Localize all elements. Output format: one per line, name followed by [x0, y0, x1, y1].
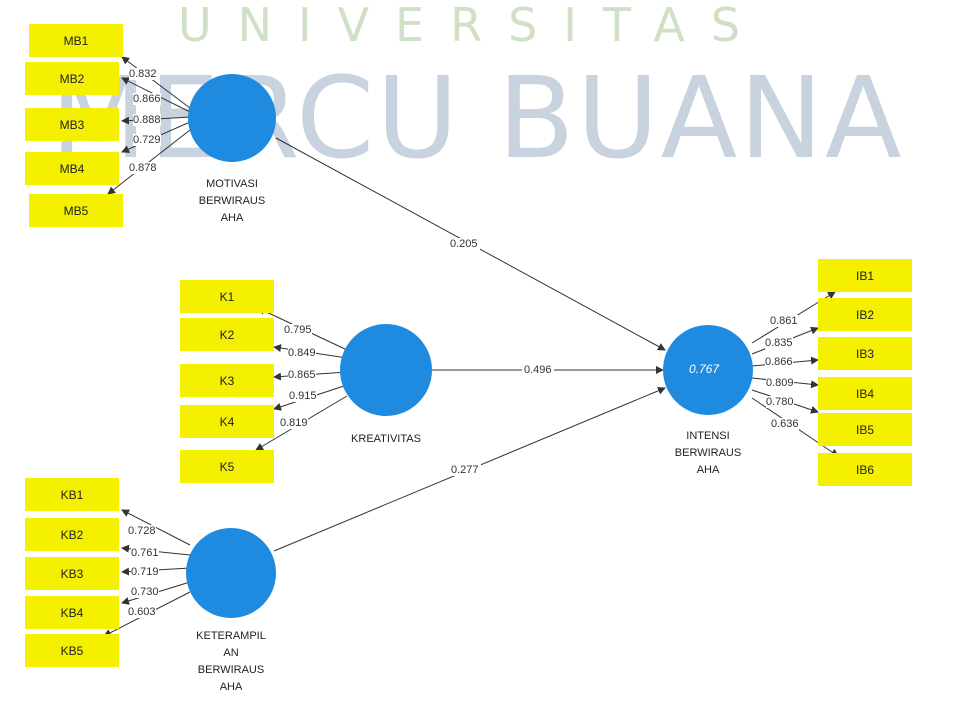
loading-value-mb5: 0.878	[129, 162, 157, 174]
path-coef-kreativitas-intensi: 0.496	[522, 364, 554, 376]
latent-label-kreativitas: KREATIVITAS	[330, 431, 442, 448]
latent-label-line: MOTIVASI	[206, 178, 258, 190]
path-coef-keterampilan-intensi: 0.277	[449, 464, 481, 476]
indicator-kb2: KB2	[25, 518, 119, 551]
path-coef-motivasi-intensi: 0.205	[448, 238, 480, 250]
loading-value-kb4: 0.730	[131, 586, 159, 598]
indicator-mb1: MB1	[29, 24, 123, 57]
indicator-k3: K3	[180, 364, 274, 397]
indicator-kb3: KB3	[25, 557, 119, 590]
latent-label-line: BERWIRAUS	[197, 664, 265, 676]
loading-value-kb3: 0.719	[131, 566, 159, 578]
loading-value-mb2: 0.866	[133, 93, 161, 105]
indicator-kb1: KB1	[25, 478, 119, 511]
indicator-mb3: MB3	[25, 108, 119, 141]
loading-line-mb1	[121, 56, 191, 109]
latent-label-line: BERWIRAUS	[198, 195, 266, 207]
latent-kreativitas	[340, 324, 432, 416]
loading-value-k1: 0.795	[284, 324, 312, 336]
loading-value-ib2: 0.835	[765, 337, 793, 349]
latent-label-line: INTENSI	[686, 430, 730, 442]
indicator-k4: K4	[180, 405, 274, 438]
indicator-k2: K2	[180, 318, 274, 351]
loading-value-k3: 0.865	[288, 369, 316, 381]
indicator-k1: K1	[180, 280, 274, 313]
indicator-kb5: KB5	[25, 634, 119, 667]
latent-intensi	[663, 325, 753, 415]
indicator-ib1: IB1	[818, 259, 912, 292]
latent-label-line: KREATIVITAS	[351, 433, 421, 445]
indicator-mb4: MB4	[25, 152, 119, 185]
latent-label-intensi: INTENSI BERWIRAUS AHA	[654, 428, 762, 479]
indicator-k5: K5	[180, 450, 274, 483]
latent-label-line: KETERAMPIL	[196, 630, 266, 642]
indicator-ib2: IB2	[818, 298, 912, 331]
loading-value-ib5: 0.780	[766, 396, 794, 408]
indicator-ib3: IB3	[818, 337, 912, 370]
indicator-ib5: IB5	[818, 413, 912, 446]
loading-value-ib3: 0.866	[765, 356, 793, 368]
loading-value-k2: 0.849	[288, 347, 316, 359]
latent-label-line: AHA	[220, 212, 244, 224]
latent-motivasi	[188, 74, 276, 162]
loading-value-kb1: 0.728	[128, 525, 156, 537]
r-squared-intensi: 0.767	[689, 362, 720, 376]
latent-keterampilan	[186, 528, 276, 618]
loading-value-mb1: 0.832	[129, 68, 157, 80]
indicator-ib4: IB4	[818, 377, 912, 410]
indicator-ib6: IB6	[818, 453, 912, 486]
indicator-mb5: MB5	[29, 194, 123, 227]
latent-label-keterampilan: KETERAMPIL AN BERWIRAUS AHA	[176, 628, 286, 696]
latent-label-line: AN	[223, 647, 239, 659]
latent-label-line: BERWIRAUS	[674, 447, 742, 459]
indicator-kb4: KB4	[25, 596, 119, 629]
indicator-mb2: MB2	[25, 62, 119, 95]
loading-value-ib1: 0.861	[770, 315, 798, 327]
loading-value-mb4: 0.729	[133, 134, 161, 146]
latent-label-line: AHA	[219, 681, 243, 693]
loading-value-ib6: 0.636	[771, 418, 799, 430]
latent-label-motivasi: MOTIVASI BERWIRAUS AHA	[180, 176, 284, 227]
loading-value-k4: 0.915	[289, 390, 317, 402]
loading-line-kb1	[121, 509, 191, 546]
latent-label-line: AHA	[696, 464, 720, 476]
loading-value-mb3: 0.888	[133, 114, 161, 126]
loading-value-ib4: 0.809	[766, 377, 794, 389]
loading-value-kb5: 0.603	[128, 606, 156, 618]
loading-value-kb2: 0.761	[131, 547, 159, 559]
loading-value-k5: 0.819	[280, 417, 308, 429]
